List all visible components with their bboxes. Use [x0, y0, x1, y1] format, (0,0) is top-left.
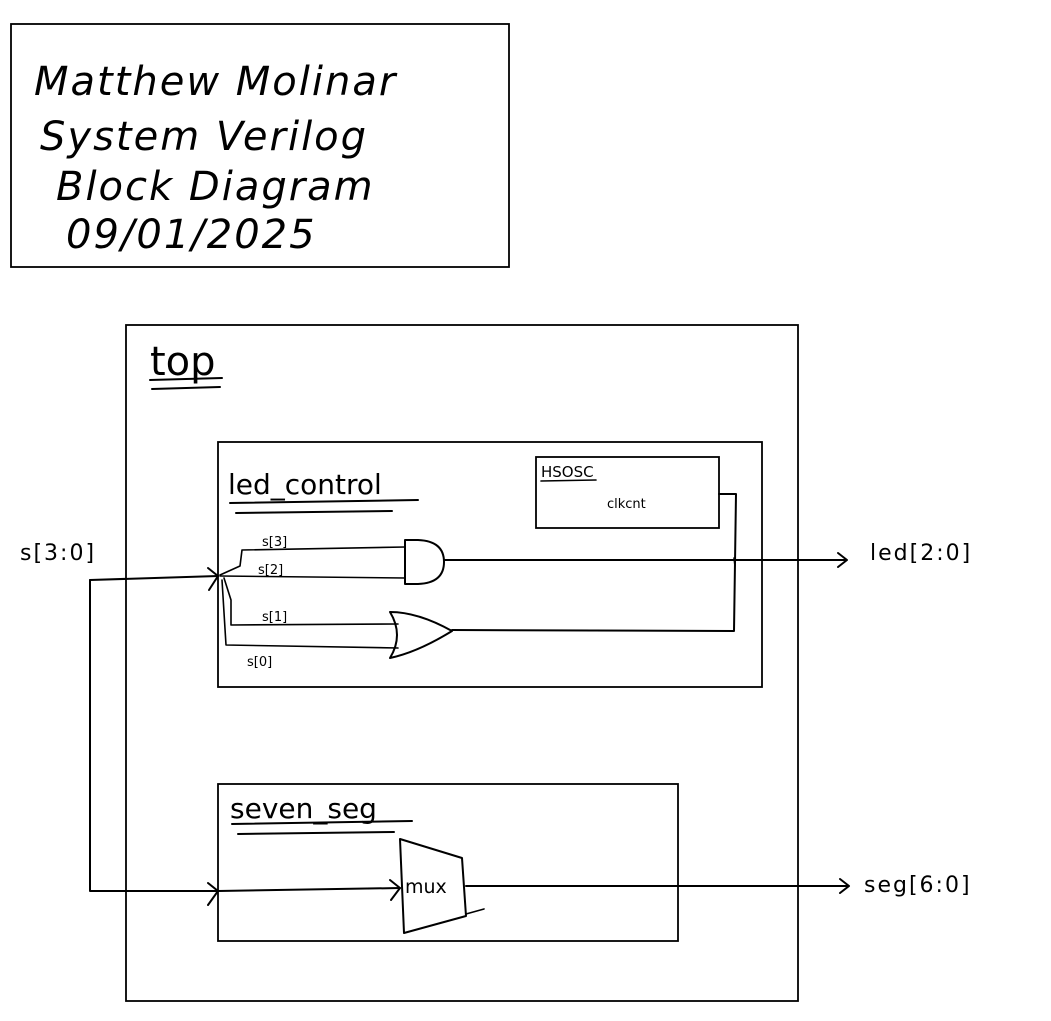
title-block: Matthew Molinar System Verilog Block Dia… — [10, 23, 510, 268]
signal-label-s3: s[3] — [262, 535, 287, 550]
wire-s3 — [219, 546, 406, 576]
input-to-seven-seg-wire — [89, 579, 219, 892]
wire-s1 — [223, 577, 399, 626]
wire-s2 — [219, 575, 406, 579]
seven-seg-frame — [217, 783, 679, 942]
seg-output-label: seg[6:0] — [864, 873, 972, 898]
seven-seg-label: seven_seg — [230, 792, 377, 825]
top-module-label: top — [150, 339, 216, 385]
mux-label: mux — [405, 876, 447, 898]
and-gate — [404, 539, 445, 585]
clkcnt-label: clkcnt — [607, 497, 646, 512]
led-output-port: led[2:0] — [837, 541, 972, 568]
title-frame — [10, 23, 510, 268]
input-port: s[3:0] — [20, 541, 219, 892]
title-date: 09/01/2025 — [66, 212, 317, 258]
led-control-underline-1 — [229, 499, 419, 504]
title-author: Matthew Molinar — [34, 59, 398, 105]
seg-output-port: seg[6:0] — [839, 873, 972, 898]
seven-seg-to-mux-wire — [217, 887, 401, 892]
seven-seg-underline-2 — [237, 831, 395, 835]
mux-select-stub — [465, 908, 485, 915]
top-label-underline-1 — [149, 377, 223, 381]
led-output-label: led[2:0] — [870, 541, 972, 566]
led-control-module: led_control HSOSC clkcnt s[3] s[2] s[1] … — [217, 441, 763, 688]
led-control-wires — [89, 493, 846, 649]
seven-seg-underline-1 — [231, 820, 413, 825]
hsosc-underline — [540, 479, 597, 482]
mux-input-arrow — [389, 879, 401, 901]
led-output-arrow — [837, 552, 848, 568]
or-gate — [389, 611, 453, 659]
hsosc-label: HSOSC — [541, 463, 594, 481]
signal-label-s2: s[2] — [258, 563, 283, 578]
led-control-label: led_control — [228, 468, 382, 501]
wire-junction — [733, 557, 736, 567]
title-diagram-type: Block Diagram — [56, 164, 375, 210]
title-language: System Verilog — [40, 114, 368, 160]
seg-output-arrow — [839, 878, 850, 894]
wire-s0 — [221, 579, 399, 649]
top-label-underline-2 — [151, 386, 221, 390]
input-bus-arrow — [207, 567, 219, 591]
hsosc-frame — [535, 456, 720, 529]
signal-label-s0: s[0] — [247, 655, 272, 670]
signal-label-s1: s[1] — [262, 610, 287, 625]
hsosc-block: HSOSC clkcnt — [535, 456, 720, 529]
mux-block — [399, 838, 467, 934]
seven-seg-module: seven_seg mux — [207, 783, 849, 942]
led-control-underline-2 — [235, 510, 393, 514]
input-port-label: s[3:0] — [20, 541, 96, 566]
input-bus-wire — [89, 575, 219, 581]
